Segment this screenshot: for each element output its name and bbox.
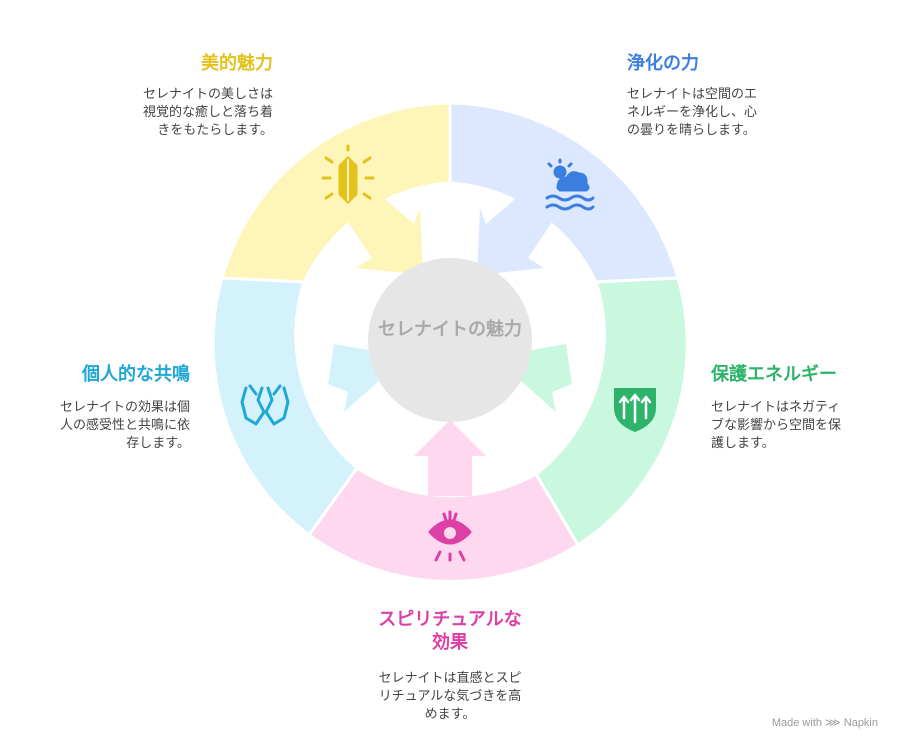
third-eye-icon (428, 510, 472, 562)
desc-beauty: セレナイトの美しさは視覚的な癒しと落ち着きをもたらします。 (142, 87, 273, 138)
segment-beauty (220, 101, 452, 284)
desc-personal: セレナイトの効果は個人の感受性と共鳴に依存します。 (59, 400, 190, 451)
arrow-beauty (348, 193, 423, 275)
napkin-watermark: Made with ⋙ Napkin (771, 717, 878, 729)
desc-protect: セレナイトはネガティブな影響から空間を保護します。 (711, 400, 842, 451)
desc-purify: セレナイトは空間のエネルギーを浄化し、心の曇りを晴らします。 (627, 87, 758, 138)
title-beauty: 美的魅力 (201, 53, 273, 74)
desc-spiritual: セレナイトは直感とスピリチュアルな気づきを高めます。 (378, 671, 522, 722)
segment-protect (534, 276, 689, 548)
segment-purify (448, 101, 680, 284)
hands-icon (240, 384, 290, 426)
title-spiritual: スピリチュアルな効果 (378, 609, 522, 653)
title-purify: 浄化の力 (627, 53, 699, 74)
arrow-spiritual (414, 420, 486, 496)
crystal-sparkle-icon (321, 144, 375, 204)
arrow-purify (477, 193, 552, 275)
shield-arrows-icon (614, 388, 656, 432)
cloud-sun-waves-icon (545, 158, 595, 211)
segment-personal (211, 276, 360, 538)
center-circle (368, 258, 532, 422)
title-personal: 個人的な共鳴 (82, 364, 190, 385)
center-label: セレナイトの魅力 (378, 319, 522, 340)
title-protect: 保護エネルギー (711, 364, 837, 385)
arrow-protect (520, 334, 572, 412)
arrow-personal (328, 334, 380, 412)
